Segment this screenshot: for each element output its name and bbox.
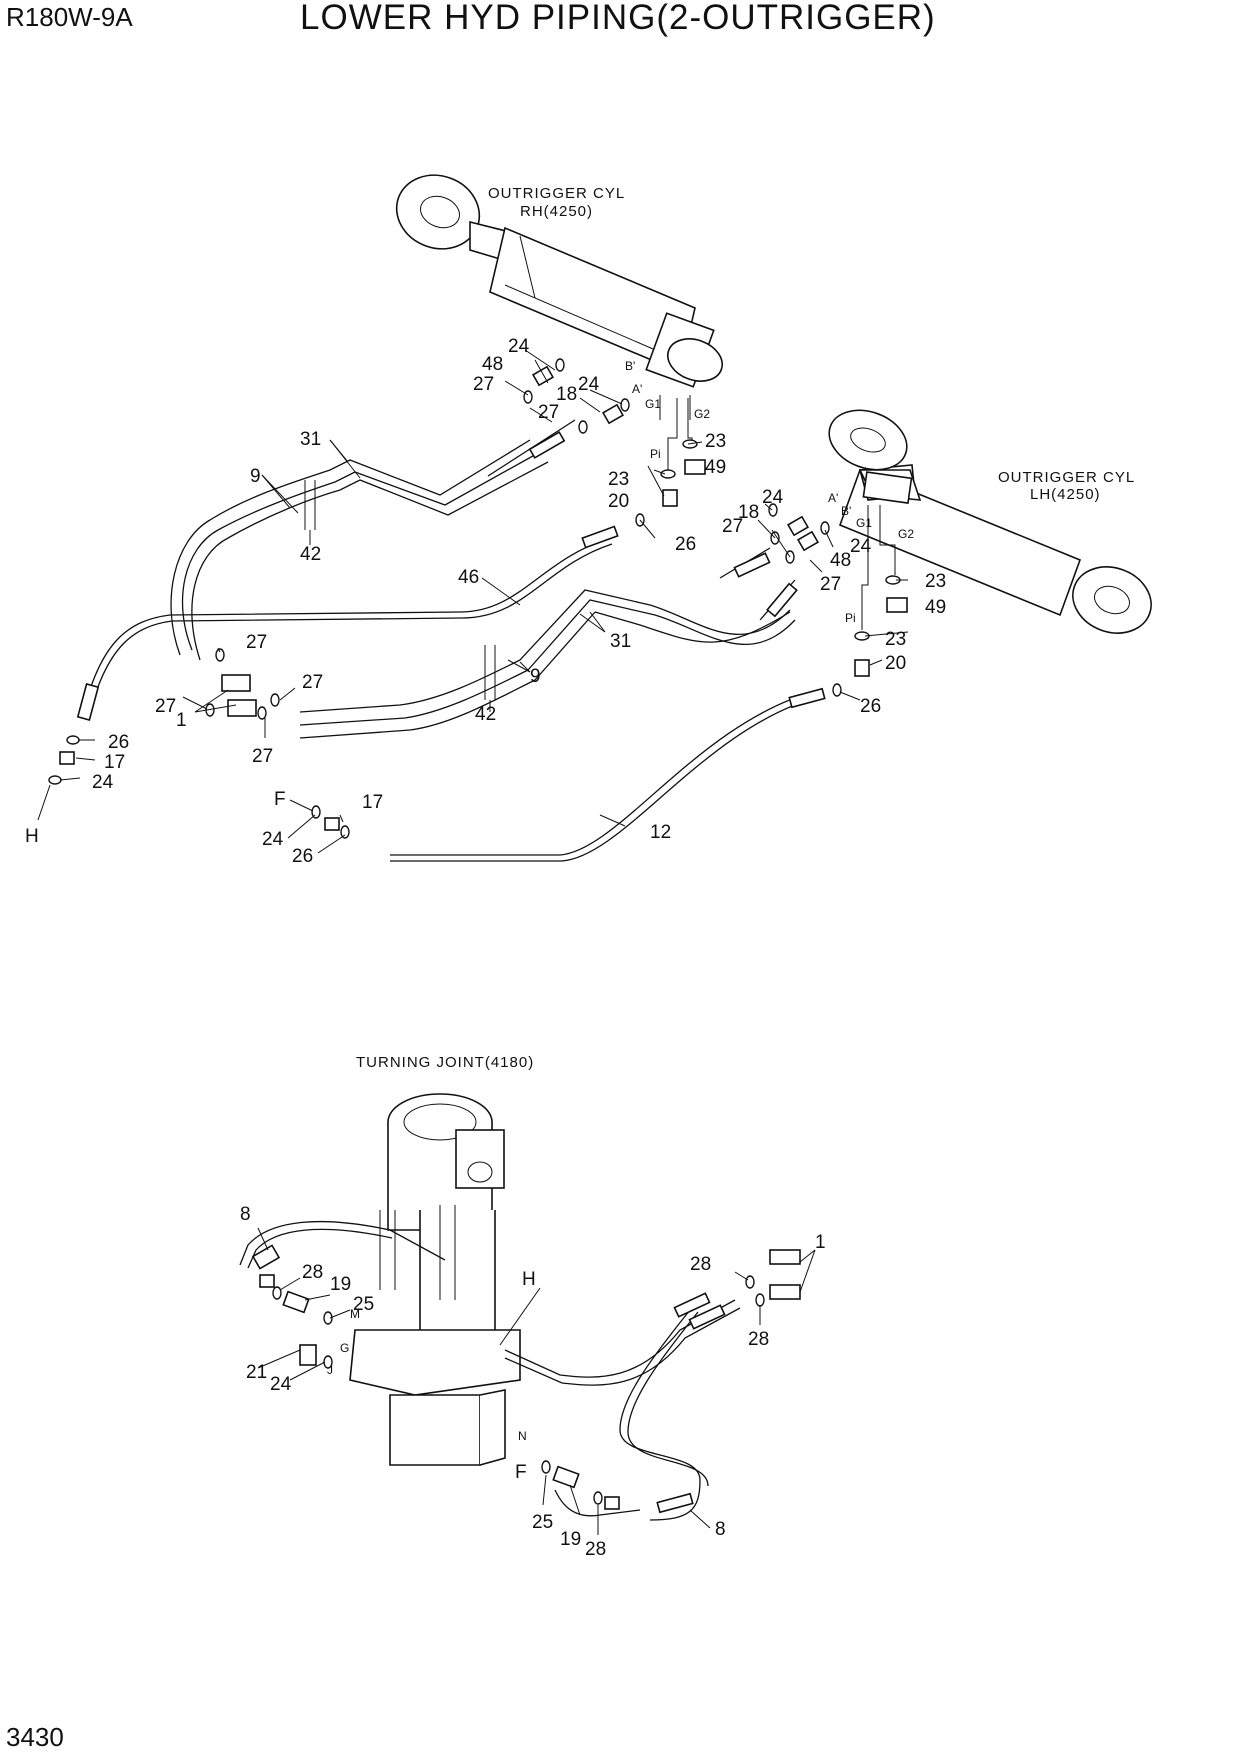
lh-port-a: A' [828, 491, 838, 505]
lh-cylinder-caption-1: OUTRIGGER CYL [998, 469, 1135, 486]
callout-24-left: 24 [92, 772, 114, 793]
callout-28-right-a: 28 [690, 1254, 711, 1275]
callout-24-rh-top: 24 [508, 336, 530, 357]
callout-28-lower: 28 [585, 1539, 606, 1560]
callout-8-right: 8 [715, 1519, 726, 1540]
rh-port-g1: G1 [645, 397, 661, 411]
callout-27-tee-a: 27 [246, 632, 267, 653]
callout-27-tee-d: 27 [252, 746, 273, 767]
callout-42-lh: 42 [475, 704, 496, 725]
callout-f-lower: F [515, 1462, 527, 1483]
outrigger-cylinder-lh: OUTRIGGER CYL LH(4250) A' B' G1 G2 Pi [828, 409, 1152, 634]
leader-lines-lower [257, 1227, 816, 1535]
tj-port-g: G [340, 1341, 349, 1355]
tj-port-m: M [350, 1307, 360, 1321]
callout-20-lh: 20 [885, 653, 906, 674]
rh-port-b: B' [625, 359, 635, 373]
callout-27-lh-a: 27 [722, 516, 743, 537]
callout-26-left: 26 [108, 732, 129, 753]
callout-49-rh: 49 [705, 457, 726, 478]
o-rings-lower [272, 1275, 765, 1505]
callout-28-right-b: 28 [748, 1329, 769, 1350]
turning-joint: TURNING JOINT(4180) M G J N [327, 1054, 534, 1466]
callout-26-rh: 26 [675, 534, 696, 555]
callout-48-lh: 48 [830, 550, 851, 571]
rh-port-a: A' [632, 382, 642, 396]
callout-27-rh-b: 27 [538, 402, 559, 423]
callout-8-left: 8 [240, 1204, 251, 1225]
callout-31-lh: 31 [610, 631, 631, 652]
callout-24-lh-b: 24 [850, 536, 872, 557]
callout-17-mid: 17 [362, 792, 383, 813]
callout-labels: 48 24 27 24 18 27 23 49 23 20 26 31 9 42… [25, 336, 946, 1560]
callout-f-upper: F [274, 789, 286, 810]
page-title: LOWER HYD PIPING(2-OUTRIGGER) [300, 0, 936, 37]
callout-27-tee-c: 27 [155, 696, 176, 717]
callout-24-lh-top: 24 [762, 487, 784, 508]
tj-port-n: N [518, 1429, 527, 1443]
callout-26-lh: 26 [860, 696, 881, 717]
rh-port-g2: G2 [694, 407, 710, 421]
callout-18-lh: 18 [738, 502, 759, 523]
page-number: 3430 [6, 1722, 64, 1752]
lower-piping [239, 1220, 801, 1521]
callout-27-rh-a: 27 [473, 374, 494, 395]
lh-cylinder-caption-2: LH(4250) [1030, 486, 1101, 503]
callout-24-lower: 24 [270, 1374, 292, 1395]
callout-21: 21 [246, 1362, 267, 1383]
callout-25-left: 25 [353, 1294, 374, 1315]
callout-27-tee-b: 27 [302, 672, 323, 693]
callout-20-rh: 20 [608, 491, 629, 512]
callout-9-lh: 9 [530, 666, 541, 687]
tj-port-j: J [327, 1363, 333, 1377]
callout-46: 46 [458, 567, 479, 588]
callout-24-rh-b: 24 [578, 374, 600, 395]
callout-28-left: 28 [302, 1262, 323, 1283]
callout-25-lower: 25 [532, 1512, 553, 1533]
callout-12: 12 [650, 822, 671, 843]
callout-1-upper: 1 [176, 710, 187, 731]
callout-48-rh: 48 [482, 354, 503, 375]
lh-port-g2: G2 [898, 527, 914, 541]
callout-9-rh: 9 [250, 466, 261, 487]
lh-port-b: B' [841, 504, 851, 518]
rh-port-pi: Pi [650, 447, 661, 461]
lh-port-g1: G1 [856, 516, 872, 530]
leader-lines-upper [37, 349, 909, 854]
callout-h-upper: H [25, 826, 39, 847]
callout-31-rh: 31 [300, 429, 321, 450]
callout-23-rh-b: 23 [608, 469, 629, 490]
callout-1-lower: 1 [815, 1232, 826, 1253]
callout-17-left: 17 [104, 752, 125, 773]
rh-cylinder-caption-1: OUTRIGGER CYL [488, 185, 625, 202]
callout-h-lower: H [522, 1269, 536, 1290]
callout-23-rh-a: 23 [705, 431, 726, 452]
callout-42-rh: 42 [300, 544, 321, 565]
callout-19-lower: 19 [560, 1529, 581, 1550]
o-rings-upper [48, 358, 901, 839]
turning-joint-caption: TURNING JOINT(4180) [356, 1054, 534, 1071]
rh-cylinder-caption-2: RH(4250) [520, 203, 593, 220]
callout-27-lh-b: 27 [820, 574, 841, 595]
upper-piping [59, 365, 908, 862]
model-code: R180W-9A [6, 2, 133, 32]
callout-19-left: 19 [330, 1274, 351, 1295]
callout-18-rh: 18 [556, 384, 577, 405]
callout-26-mid: 26 [292, 846, 313, 867]
callout-49-lh: 49 [925, 597, 946, 618]
lh-port-pi: Pi [845, 611, 856, 625]
outrigger-cylinder-rh: OUTRIGGER CYL RH(4250) B' A' G1 G2 Pi [395, 174, 723, 470]
callout-23-lh-a: 23 [925, 571, 946, 592]
callout-24-mid: 24 [262, 829, 284, 850]
callout-23-lh-b: 23 [885, 629, 906, 650]
